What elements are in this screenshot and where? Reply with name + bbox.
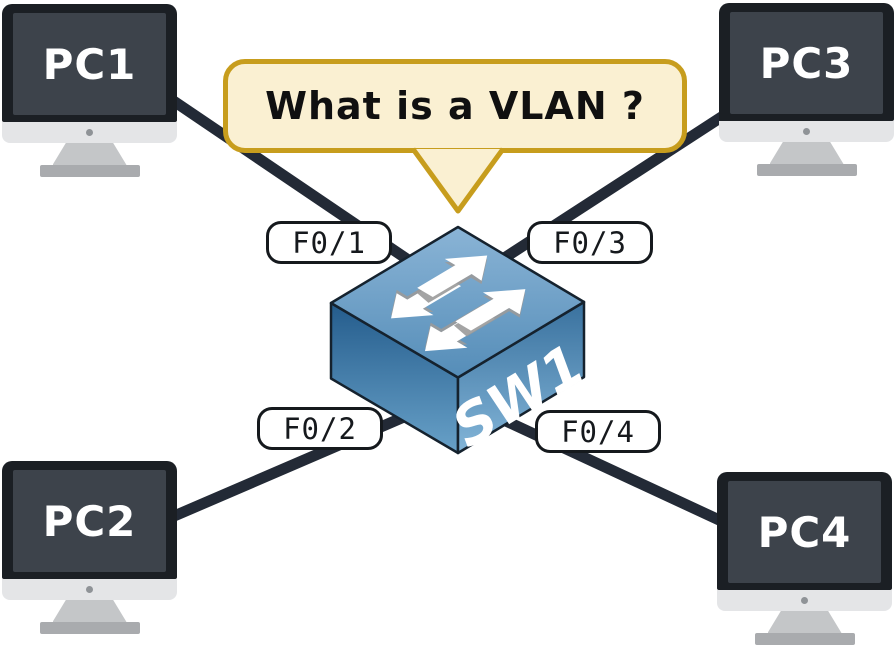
pc1-node: PC1 [2, 4, 177, 177]
pc4-stand-neck [767, 611, 842, 633]
pc1-label: PC1 [42, 39, 137, 89]
port-label-f0-3: F0/3 [527, 221, 653, 264]
pc3-label: PC3 [759, 38, 854, 88]
pc2-monitor: PC2 [2, 461, 177, 579]
pc4-stand-base [754, 633, 855, 645]
port-f0-2-text: F0/2 [283, 411, 357, 446]
pc2-node: PC2 [2, 461, 177, 634]
pc2-stand-neck [52, 600, 127, 622]
port-label-f0-4: F0/4 [535, 410, 661, 453]
pc3-chin [719, 121, 894, 142]
switch-top-face [329, 225, 586, 379]
pc4-node: PC4 [717, 472, 892, 645]
pc1-stand-base [39, 165, 140, 177]
pc4-camera-dot [801, 597, 808, 604]
switch-arrows-icon [391, 255, 526, 352]
port-label-f0-1: F0/1 [266, 221, 392, 264]
pc4-chin [717, 590, 892, 611]
pc1-monitor: PC1 [2, 4, 177, 122]
port-f0-3-text: F0/3 [553, 225, 627, 260]
pc1-camera-dot [86, 129, 93, 136]
pc3-screen: PC3 [730, 12, 883, 114]
port-f0-1-text: F0/1 [292, 225, 366, 260]
pc3-monitor: PC3 [719, 3, 894, 121]
pc1-chin [2, 122, 177, 143]
pc2-chin [2, 579, 177, 600]
pc2-camera-dot [86, 586, 93, 593]
pc1-screen: PC1 [13, 13, 166, 115]
question-bubble: What is a VLAN ? [223, 59, 687, 153]
pc3-stand-neck [769, 142, 844, 164]
pc4-screen: PC4 [728, 481, 881, 583]
pc2-stand-base [39, 622, 140, 634]
pc3-camera-dot [803, 128, 810, 135]
port-f0-4-text: F0/4 [561, 414, 635, 449]
pc3-stand-base [756, 164, 857, 176]
pc4-label: PC4 [757, 507, 852, 557]
pc1-stand-neck [52, 143, 127, 165]
pc3-node: PC3 [719, 3, 894, 176]
pc4-monitor: PC4 [717, 472, 892, 590]
pc2-label: PC2 [42, 496, 137, 546]
pc2-screen: PC2 [13, 470, 166, 572]
question-bubble-text: What is a VLAN ? [265, 84, 645, 128]
port-label-f0-2: F0/2 [257, 407, 383, 450]
